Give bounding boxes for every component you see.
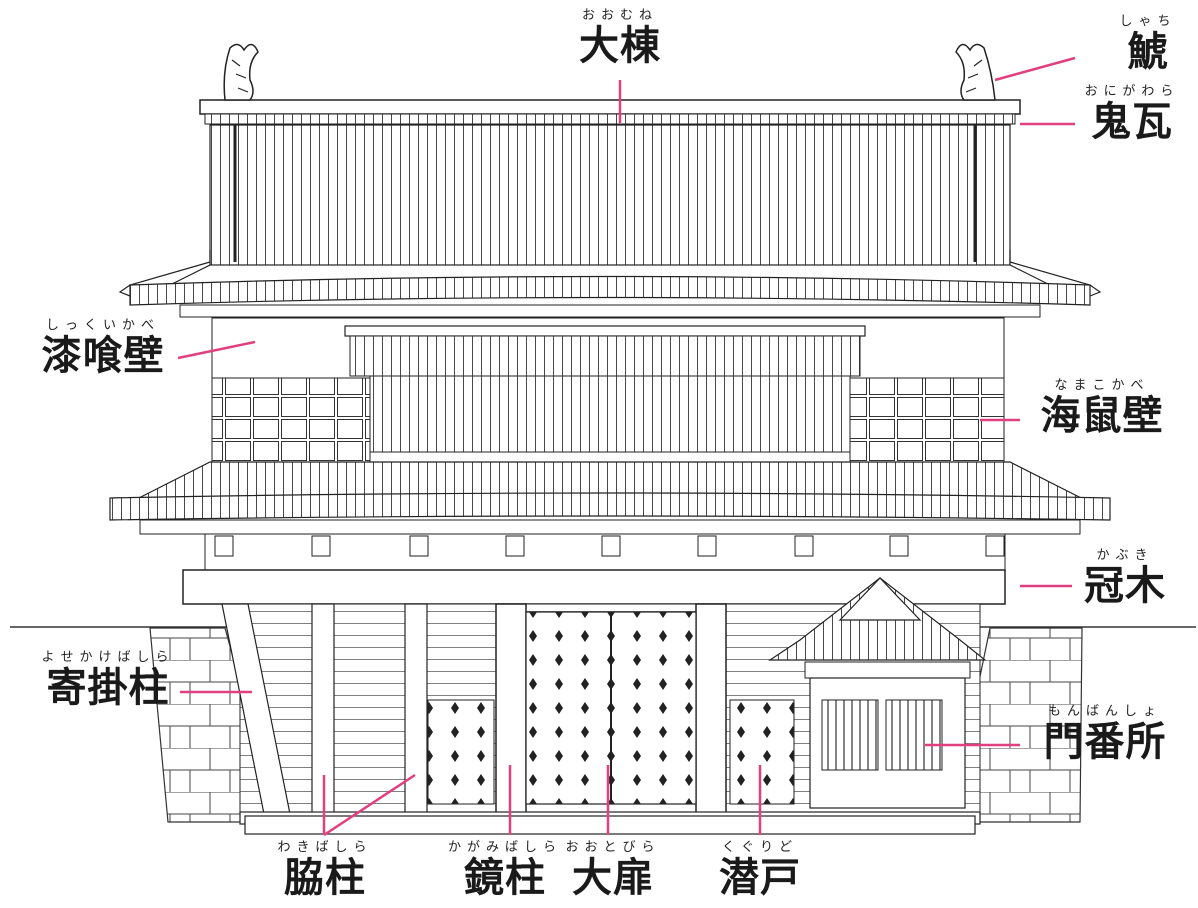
base-plinth [244,815,976,835]
text-oomune: 大棟 [579,23,661,69]
text-wakibashira: 脇柱 [284,855,366,901]
leader-wakibashira-b [323,773,416,837]
ruby-namakokabe: なまこかべ [1054,378,1150,393]
label-monbansho: もんばんしょ 門番所 [1020,704,1190,764]
label-kabuki: かぶき 冠木 [1070,548,1180,608]
shachi-ornament-left [223,43,259,101]
label-yosekakebashira: よせかけばしら 寄掛柱 [28,650,188,710]
text-yosekakebashira: 寄掛柱 [46,665,170,711]
guard-house [768,577,987,809]
leader-shachi [994,56,1076,82]
ruby-wakibashira: わきばしら [277,840,373,855]
label-shachi: しゃち 鯱 [1108,14,1188,74]
label-oomune: おおむね 大棟 [555,8,685,68]
bracket-blocks [214,535,1005,557]
label-shikkuikabe: しっくいかべ 漆喰壁 [28,318,178,378]
label-ootobira: おおとびら 大扉 [548,840,678,900]
ruby-onigawara: おにがわら [1084,84,1180,99]
ruby-yosekakebashira: よせかけばしら [41,650,175,665]
text-onigawara: 鬼瓦 [1091,99,1173,145]
ruby-kagamibashira: かがみばしら [447,840,562,855]
text-shachi: 鯱 [1127,29,1169,75]
leader-shikkuikabe [177,340,256,360]
upper-roof [118,99,1102,318]
ruby-monbansho: もんばんしょ [1047,704,1162,719]
label-namakokabe: なまこかべ 海鼠壁 [1022,378,1182,438]
text-shikkuikabe: 漆喰壁 [41,333,165,379]
leader-lines [177,56,1076,837]
ruby-kabuki: かぶき [1096,548,1154,563]
label-kuguridoo: くぐりど 潜戸 [700,840,820,900]
ruby-shikkuikabe: しっくいかべ [45,318,160,333]
ruby-ootobira: おおとびら [565,840,661,855]
label-wakibashira: わきばしら 脇柱 [260,840,390,900]
text-kabuki: 冠木 [1084,563,1166,609]
text-namakokabe: 海鼠壁 [1040,393,1164,439]
center-gable [344,325,866,469]
shachi-ornament-right [955,43,996,101]
text-kuguridoo: 潜戸 [719,855,801,901]
text-monbansho: 門番所 [1043,719,1167,765]
label-kagamibashira: かがみばしら 鏡柱 [430,840,580,900]
ruby-shachi: しゃち [1119,14,1177,29]
ruby-oomune: おおむね [581,8,658,23]
text-ootobira: 大扉 [572,855,654,901]
ruby-kuguridoo: くぐりど [721,840,798,855]
text-kagamibashira: 鏡柱 [464,855,546,901]
label-onigawara: おにがわら 鬼瓦 [1072,84,1192,144]
